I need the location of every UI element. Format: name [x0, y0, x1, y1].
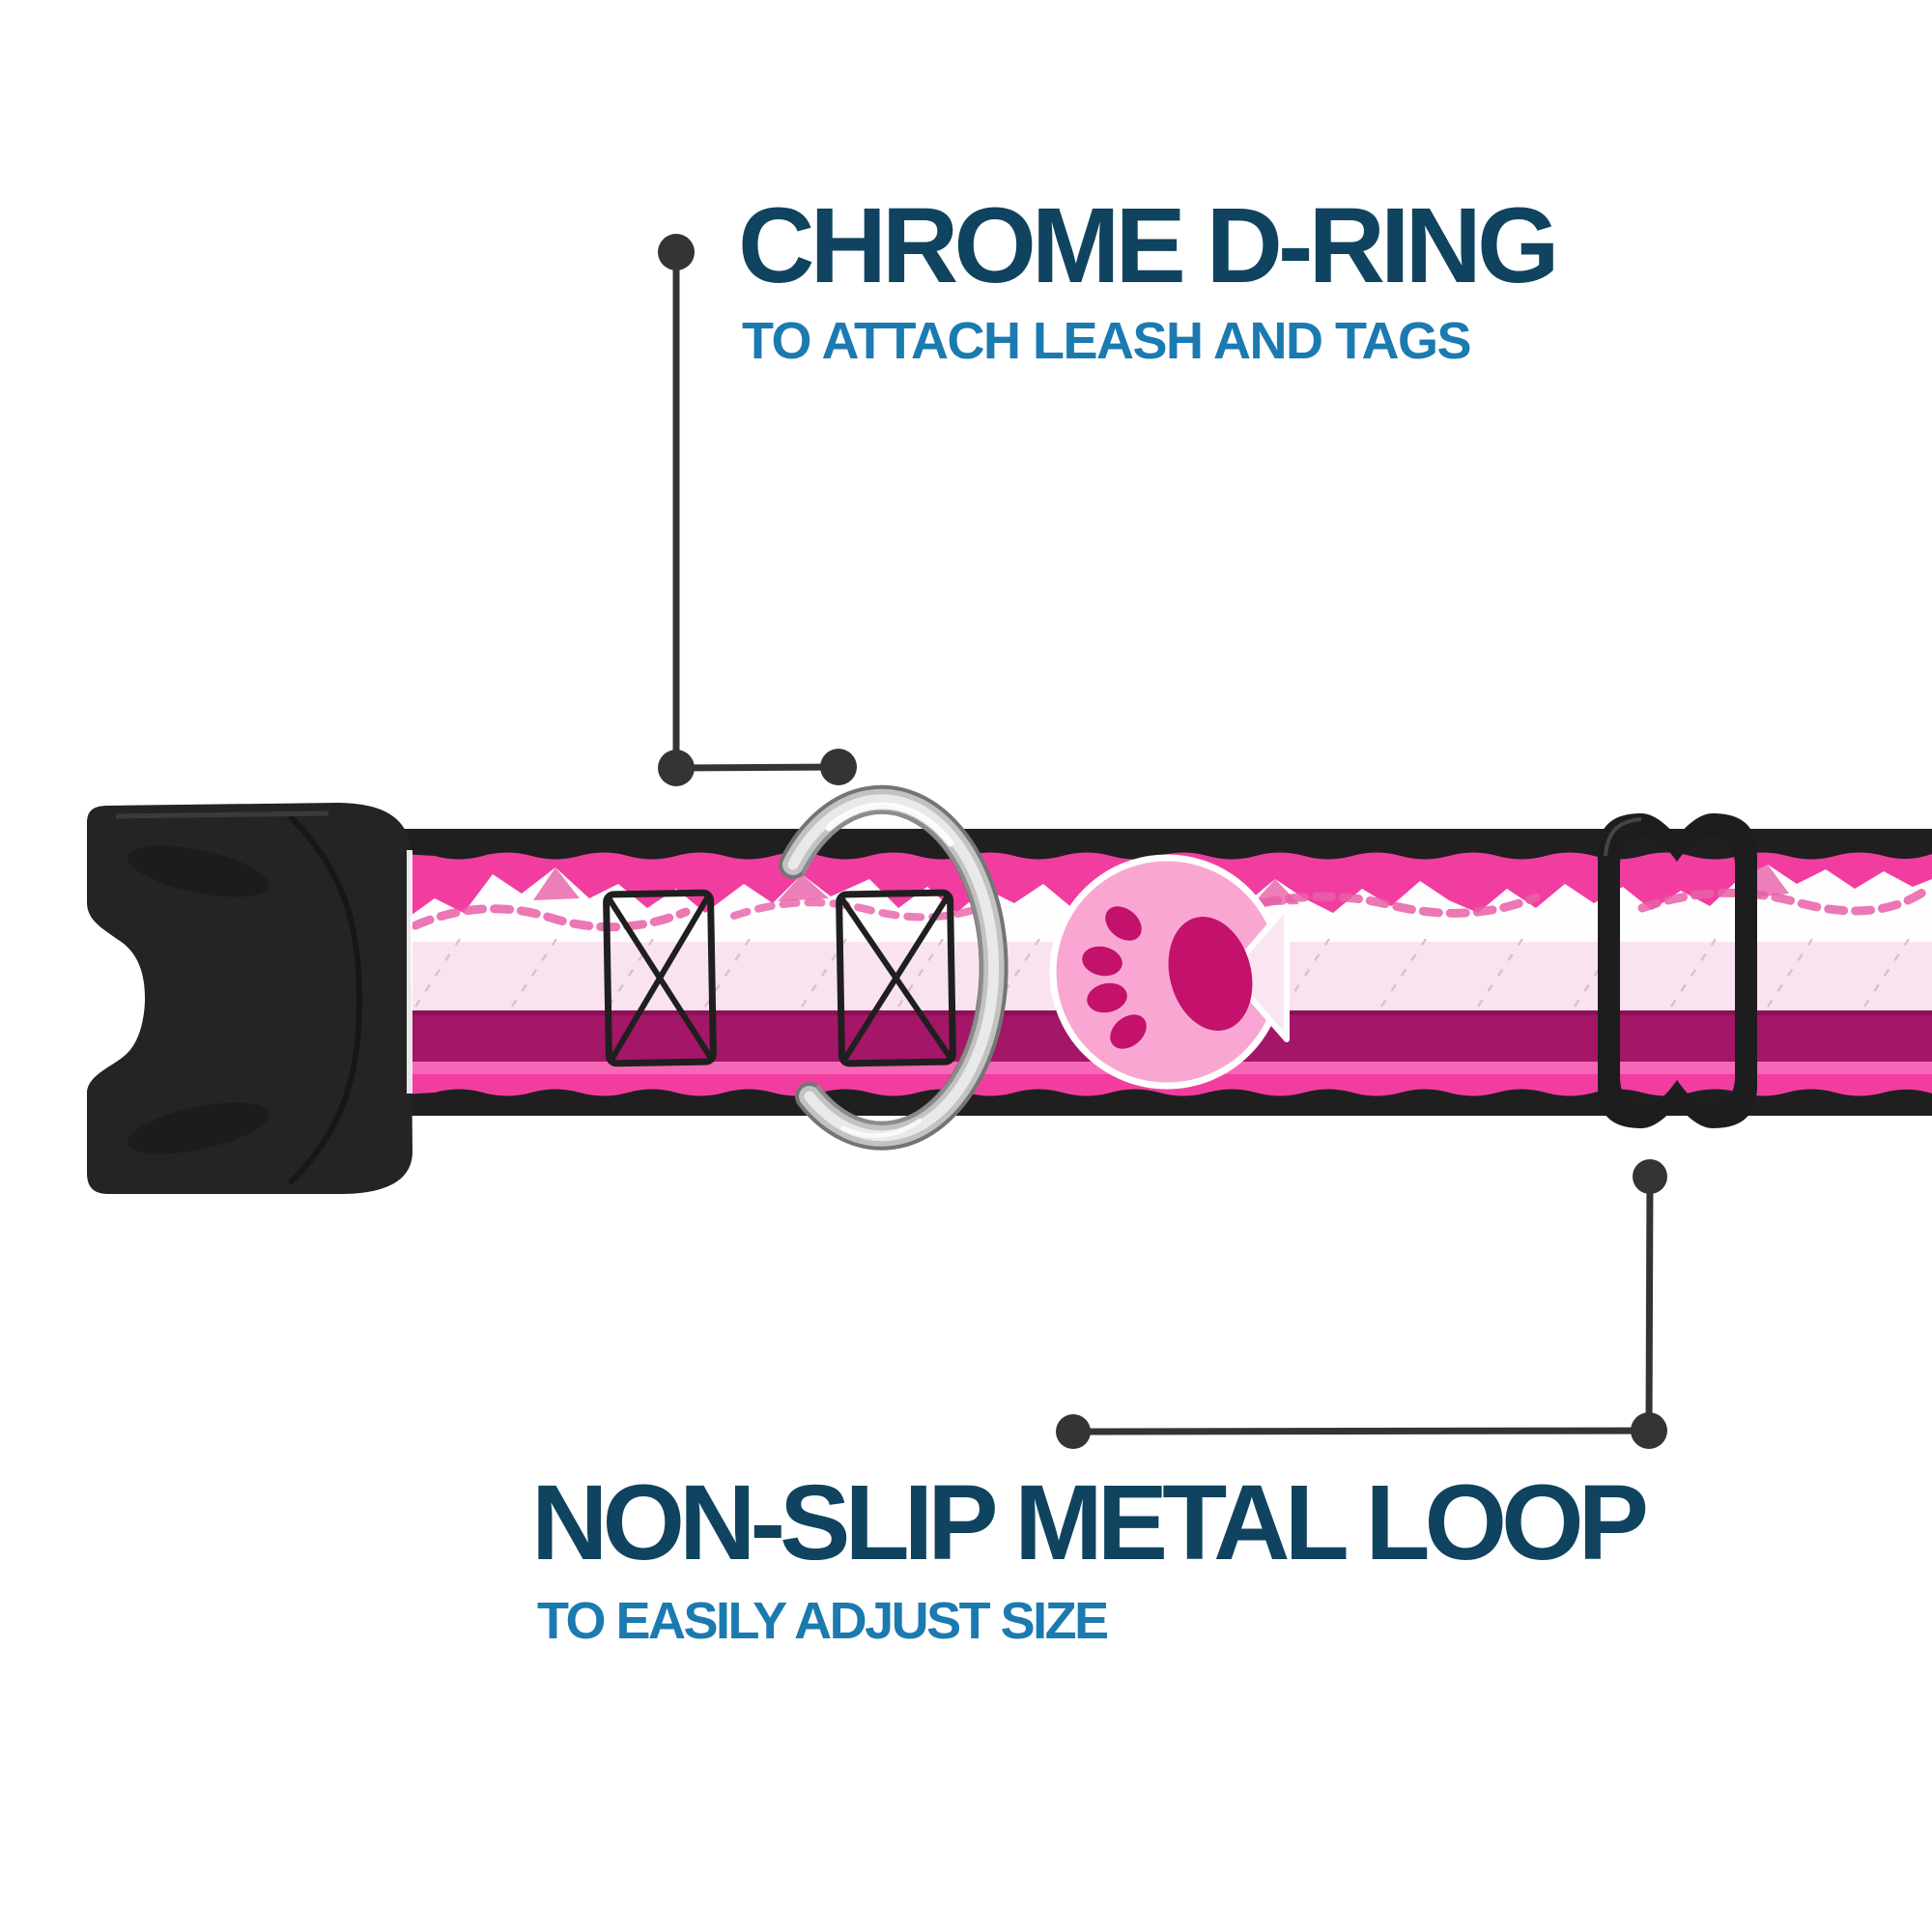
box-stitches — [603, 889, 956, 1067]
buckle-webbing-gap — [407, 850, 412, 1094]
leader-dot — [1056, 1414, 1091, 1449]
buckle-seam — [287, 813, 362, 1186]
mountain-pink-details — [411, 888, 1927, 932]
metal-slider-loop — [1598, 813, 1757, 1128]
buckle-highlight — [115, 810, 329, 819]
callout-leaders — [658, 234, 1667, 1449]
chrome-d-ring — [779, 784, 1009, 1151]
d-ring-callout-subtitle: TO ATTACH LEASH AND TAGS — [742, 312, 1471, 370]
slider-highlight — [1604, 817, 1642, 857]
d-ring-callout-title: CHROME D-RING — [738, 186, 1560, 305]
leader-dot — [1631, 1412, 1667, 1449]
metal-loop-callout-title: NON-SLIP METAL LOOP — [531, 1463, 1649, 1582]
paw-logo — [1049, 854, 1290, 1090]
collar-bottom-edge — [401, 1089, 1932, 1116]
box-stitch-left — [603, 889, 717, 1067]
metal-loop-callout-subtitle: TO EASILY ADJUST SIZE — [537, 1592, 1109, 1650]
d-ring-leader — [658, 234, 857, 786]
logo-c-notch — [1226, 903, 1290, 1042]
buckle-notch-shadow-bottom — [127, 1102, 270, 1154]
leader-dot — [1633, 1159, 1667, 1194]
leader-dot — [658, 234, 695, 270]
metal-loop-leader — [1056, 1159, 1667, 1449]
paw-icon — [1082, 906, 1253, 1049]
buckle-body — [87, 803, 412, 1194]
box-stitch-right — [836, 889, 956, 1067]
d-ring-glint — [825, 802, 954, 847]
buckle-notch-shadow-top — [127, 845, 270, 897]
leader-dot — [658, 750, 695, 786]
d-ring-double-wire-line — [802, 810, 984, 1125]
buckle — [87, 803, 412, 1194]
leader-dot — [820, 749, 857, 785]
